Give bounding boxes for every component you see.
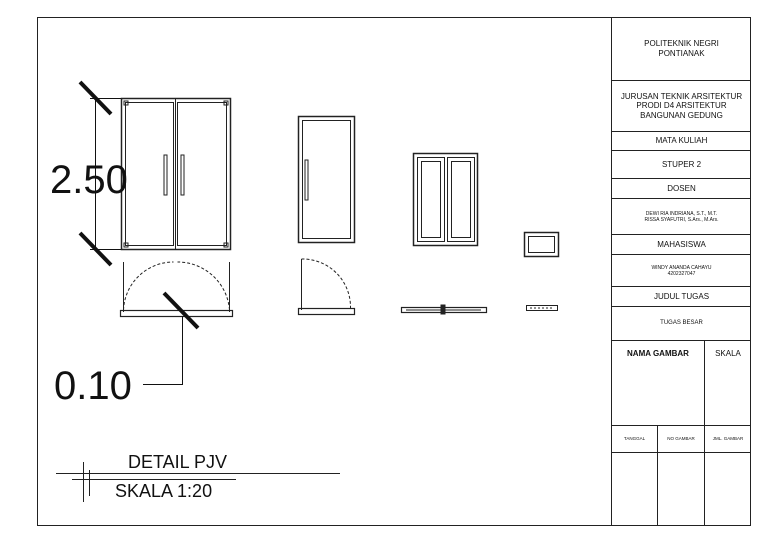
drawing-title-marker [56,462,340,502]
dimension-thickness-label: 0.10 [54,364,132,408]
dimension-height [78,80,121,267]
double-window-plan [400,304,488,315]
department-name: JURUSAN TEKNIK ARSITEKTUR PRODI D4 ARSIT… [620,91,743,120]
student-info: WINDY ANANDA CAHAYU 4202327047 [612,255,751,286]
lecturer-name-1: DEWI RIA INDRIANA, S.T., M.T. [645,210,718,217]
assignment-label: JUDUL TUGAS [653,291,710,301]
double-door-plan [119,261,234,318]
institution-name: POLITEKNIK NEGRI PONTIANAK [644,39,719,58]
double-window-elevation [412,152,479,247]
student-name: WINDY ANANDA CAHAYU [651,264,712,271]
scale-label: SKALA [715,349,741,359]
drawing-number-label: NO GAMBAR [667,436,695,442]
drawing-name-label: NAMA GAMBAR [627,349,689,359]
single-door-plan [297,258,356,316]
student-label: MAHASISWA [657,239,706,249]
assignment-name: TUGAS BESAR [660,319,703,326]
student-id: 4202327047 [667,270,696,277]
small-window-elevation [523,231,560,258]
course-label: MATA KULIAH [655,136,708,146]
single-door-elevation [297,115,356,244]
small-window-plan [526,305,558,311]
double-door-elevation [120,97,232,251]
lecturer-names: DEWI RIA INDRIANA, S.T., M.T. RISSA SYAF… [612,199,751,234]
sheet-border [37,17,751,526]
date-label: TANGGAL [623,436,646,442]
lecturer-name-2: RISSA SYAFUTRI, S.Ars., M.Ars. [644,216,719,223]
course-name: STUPER 2 [661,159,702,169]
sheet-count-label: JML. GAMBAR [712,436,744,442]
lecturer-label: DOSEN [667,183,696,193]
dimension-thickness [143,291,200,385]
dimension-height-label: 2.50 [50,158,128,202]
drawing-title: DETAIL PJV [128,452,228,472]
drawing-scale: SKALA 1:20 [115,481,213,501]
